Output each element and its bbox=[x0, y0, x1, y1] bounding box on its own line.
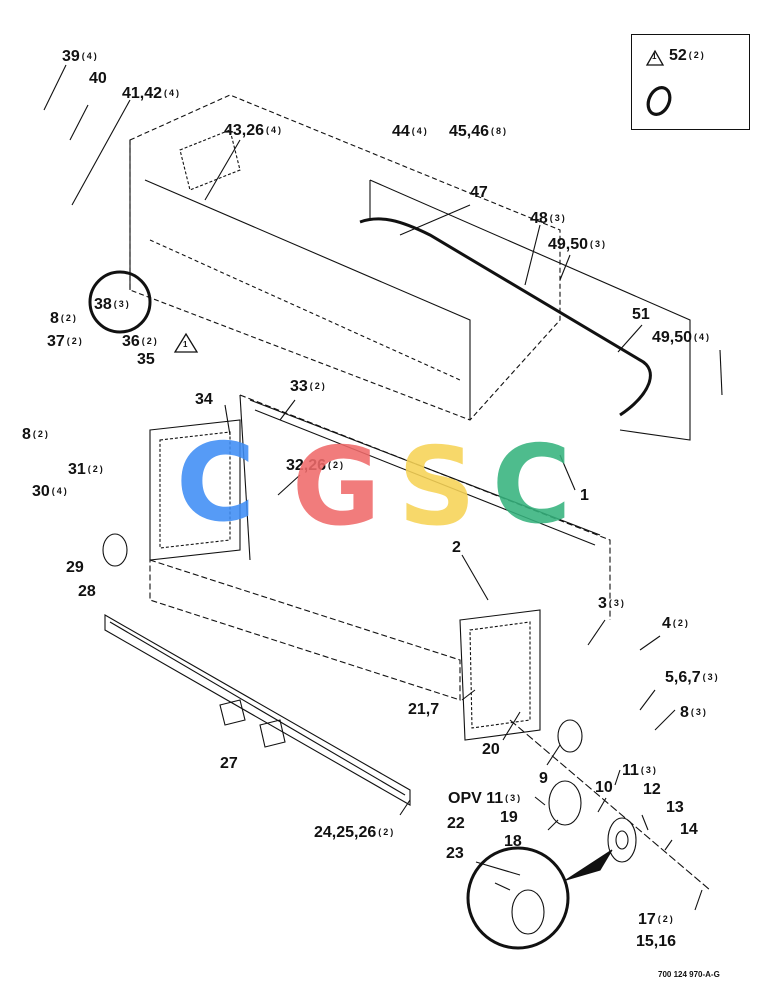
callout-c51: 51 bbox=[632, 306, 650, 323]
callout-c36: 36(2) bbox=[122, 333, 159, 350]
callout-c23: 23 bbox=[446, 845, 464, 862]
watermark-letter-g: G bbox=[292, 425, 381, 550]
callout-c49b: 49,50(4) bbox=[652, 329, 712, 346]
callout-c14: 14 bbox=[680, 821, 698, 838]
callout-c34: 34 bbox=[195, 391, 213, 408]
callout-c21: 21,7 bbox=[408, 701, 440, 718]
o-ring-icon bbox=[646, 86, 672, 116]
callout-c10: 10 bbox=[595, 779, 613, 796]
callout-c8a: 8(2) bbox=[50, 310, 78, 327]
callout-c28: 28 bbox=[78, 583, 96, 600]
callout-c30: 30(4) bbox=[32, 483, 69, 500]
callout-c8b: 8(2) bbox=[22, 426, 50, 443]
callout-c24: 24,25,26(2) bbox=[314, 824, 396, 841]
callout-c33: 33(2) bbox=[290, 378, 327, 395]
callout-c11a: 11(3) bbox=[622, 762, 658, 779]
callout-c49a: 49,50(3) bbox=[548, 236, 608, 253]
callout-c3: 3(3) bbox=[598, 595, 626, 612]
callout-c5: 5,6,7(3) bbox=[665, 669, 720, 686]
callout-c12: 12 bbox=[643, 781, 661, 798]
callout-c22: 22 bbox=[447, 815, 465, 832]
note-part-label: 52(2) bbox=[669, 47, 706, 64]
callout-c44: 44(4) bbox=[392, 123, 429, 140]
callout-c2: 2 bbox=[452, 539, 461, 556]
callout-c39: 39(4) bbox=[62, 48, 99, 65]
warning-ref: 1 bbox=[183, 340, 188, 349]
callout-c31: 31(2) bbox=[68, 461, 105, 478]
callout-c35: 35 bbox=[137, 351, 155, 368]
watermark-letter-c2: C bbox=[492, 423, 572, 548]
note-box bbox=[631, 34, 750, 130]
callout-c20: 20 bbox=[482, 741, 500, 758]
callout-c13: 13 bbox=[666, 799, 684, 816]
callout-c9: 9 bbox=[539, 770, 548, 787]
watermark-letter-s: S bbox=[398, 425, 476, 550]
callout-c8c: 8(3) bbox=[680, 704, 708, 721]
callout-c38: 38(3) bbox=[94, 296, 131, 313]
callout-c37: 37(2) bbox=[47, 333, 84, 350]
watermark-letter-c1: C bbox=[176, 421, 256, 546]
callout-c17: 17(2) bbox=[638, 911, 675, 928]
callout-c41: 41,42(4) bbox=[122, 85, 182, 102]
callout-c29: 29 bbox=[66, 559, 84, 576]
callout-c27: 27 bbox=[220, 755, 238, 772]
note-warning-symbol: 1 bbox=[652, 52, 657, 61]
drawing-code: 700 124 970-A-G bbox=[658, 970, 720, 979]
callout-c48: 48(3) bbox=[530, 210, 567, 227]
callout-c1: 1 bbox=[580, 487, 589, 504]
callout-c15: 15,16 bbox=[636, 933, 677, 950]
callout-c32: 32,26(2) bbox=[286, 457, 346, 474]
callout-c40: 40 bbox=[89, 70, 107, 87]
callout-c18: 18 bbox=[504, 833, 522, 850]
callout-c43: 43,26(4) bbox=[224, 122, 284, 139]
callout-c47: 47 bbox=[470, 184, 488, 201]
callout-c4: 4(2) bbox=[662, 615, 690, 632]
callout-c11b: OPV 11(3) bbox=[448, 790, 523, 807]
callout-c45: 45,46(8) bbox=[449, 123, 509, 140]
callout-c19: 19 bbox=[500, 809, 518, 826]
